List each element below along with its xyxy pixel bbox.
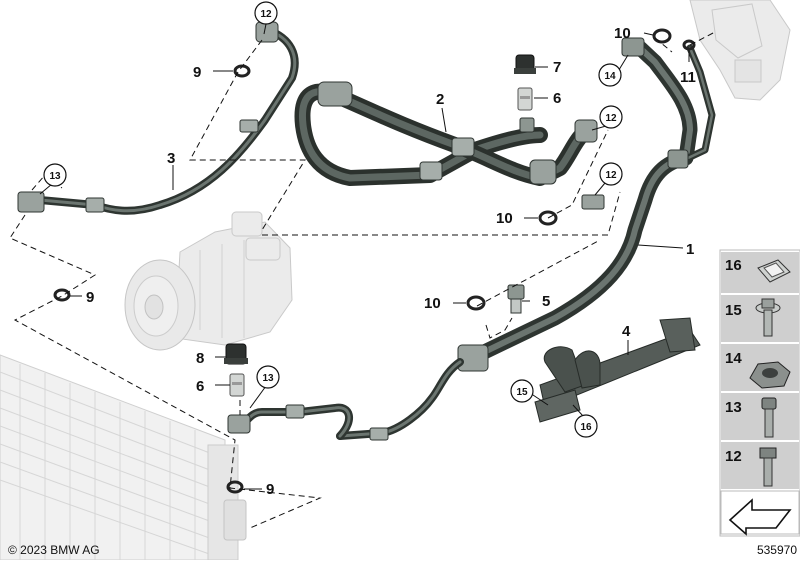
callout-5: 5 [542, 293, 550, 310]
diagram-id: 535970 [757, 543, 797, 557]
svg-text:13: 13 [49, 171, 61, 182]
leader-lines [39, 23, 690, 490]
condenser-ghost [0, 354, 247, 561]
svg-text:12: 12 [260, 9, 272, 20]
callout-10-top-right: 10 [614, 25, 631, 42]
svg-text:13: 13 [262, 373, 274, 384]
callout-1: 1 [686, 241, 694, 258]
legend-label-15: 15 [725, 302, 742, 319]
hardware-legend: 16 15 14 13 [719, 249, 800, 537]
callout-6-lower: 6 [196, 378, 204, 395]
o-rings [53, 28, 696, 494]
legend-row-16: 16 [721, 252, 799, 293]
direction-arrow-icon [720, 490, 800, 536]
filler-cap-7 [514, 54, 536, 74]
callout-8: 8 [196, 350, 204, 367]
svg-text:15: 15 [516, 387, 528, 398]
hose-bracket-4 [534, 317, 701, 423]
hex-bolt-icon [759, 447, 777, 487]
circled-callouts: 12 12 12 13 13 14 15 16 [43, 1, 623, 438]
callout-3: 3 [167, 150, 175, 167]
callout-4: 4 [622, 323, 631, 340]
legend-row-15: 15 [721, 295, 799, 342]
callout-9-bottom: 9 [266, 481, 274, 498]
refrigerant-line-1 [227, 37, 716, 441]
svg-text:12: 12 [605, 170, 617, 181]
callout-6-upper: 6 [553, 90, 561, 107]
legend-label-12: 12 [725, 448, 742, 465]
legend-row-13: 13 [721, 393, 799, 440]
callout-12-top: 12 [254, 1, 278, 25]
legend-row-12: 12 [721, 442, 799, 489]
callout-13-bottom: 13 [256, 365, 280, 389]
callout-14: 14 [598, 63, 622, 87]
clip-nut-icon [757, 259, 791, 283]
legend-label-14: 14 [725, 350, 742, 367]
filler-cap-8 [224, 343, 248, 365]
expansion-valve-ghost [689, 0, 791, 101]
legend-row-14: 14 [721, 344, 799, 391]
callout-7: 7 [553, 59, 561, 76]
callout-12-mid-upper: 12 [599, 105, 623, 129]
legend-label-13: 13 [725, 399, 742, 416]
refrigerant-line-3 [17, 21, 299, 215]
callout-10-lower: 10 [424, 295, 441, 312]
callout-12-mid-lower: 12 [599, 162, 623, 186]
callout-2: 2 [436, 91, 444, 108]
filler-valve-6-lower [229, 373, 245, 397]
callout-9-top: 9 [193, 64, 201, 81]
svg-text:12: 12 [605, 113, 617, 124]
callout-numbers: 1 2 3 4 5 6 6 7 8 9 9 9 10 10 10 11 [86, 25, 696, 498]
svg-text:16: 16 [580, 422, 592, 433]
hex-nut-icon [749, 361, 791, 389]
copyright-text: © 2023 BMW AG [8, 543, 100, 557]
filler-valve-6-upper [517, 87, 533, 111]
callout-11: 11 [680, 69, 696, 86]
callout-16: 16 [574, 414, 598, 438]
flange-screw-icon [755, 298, 781, 337]
callout-15: 15 [510, 379, 534, 403]
compressor-ghost [124, 211, 293, 351]
pressure-sensor-5 [507, 284, 525, 314]
legend-label-16: 16 [725, 257, 742, 274]
socket-bolt-icon [761, 397, 777, 438]
callout-13-left: 13 [43, 163, 67, 187]
callout-9-left: 9 [86, 289, 94, 306]
refrigerant-hose-2 [294, 81, 605, 210]
callout-10-middle: 10 [496, 210, 513, 227]
svg-text:14: 14 [604, 71, 616, 82]
